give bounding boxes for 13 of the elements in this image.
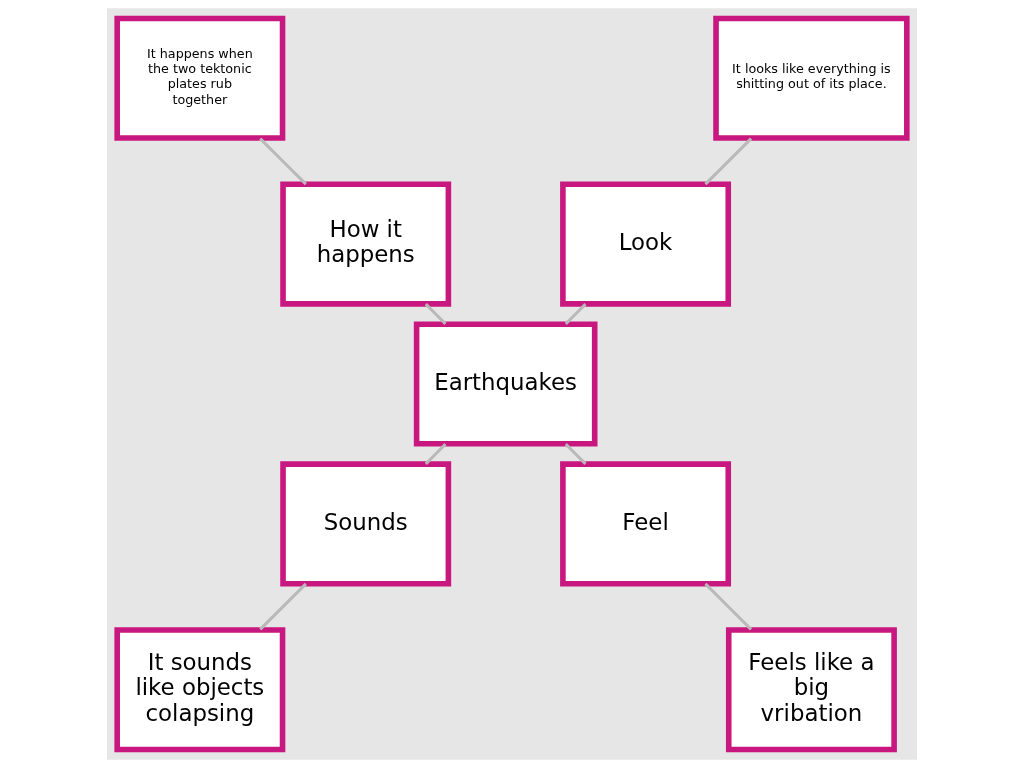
- connector: [704, 137, 753, 186]
- node-box: Feels like a big vribation: [725, 627, 897, 753]
- node-box: Sounds: [280, 461, 452, 587]
- connector: [259, 137, 307, 186]
- node-box: It looks like everything is shitting out of its place.: [713, 15, 910, 141]
- connector: [259, 582, 307, 631]
- node-box: Look: [560, 181, 732, 307]
- connector: [704, 582, 753, 631]
- node-box: Feel: [560, 461, 732, 587]
- node-box: How it happens: [280, 181, 452, 307]
- node-box: It happens when the two tektonic plates rub together: [114, 15, 286, 141]
- node-box: Earthquakes: [413, 321, 598, 447]
- node-box: It sounds like objects colapsing: [114, 627, 286, 753]
